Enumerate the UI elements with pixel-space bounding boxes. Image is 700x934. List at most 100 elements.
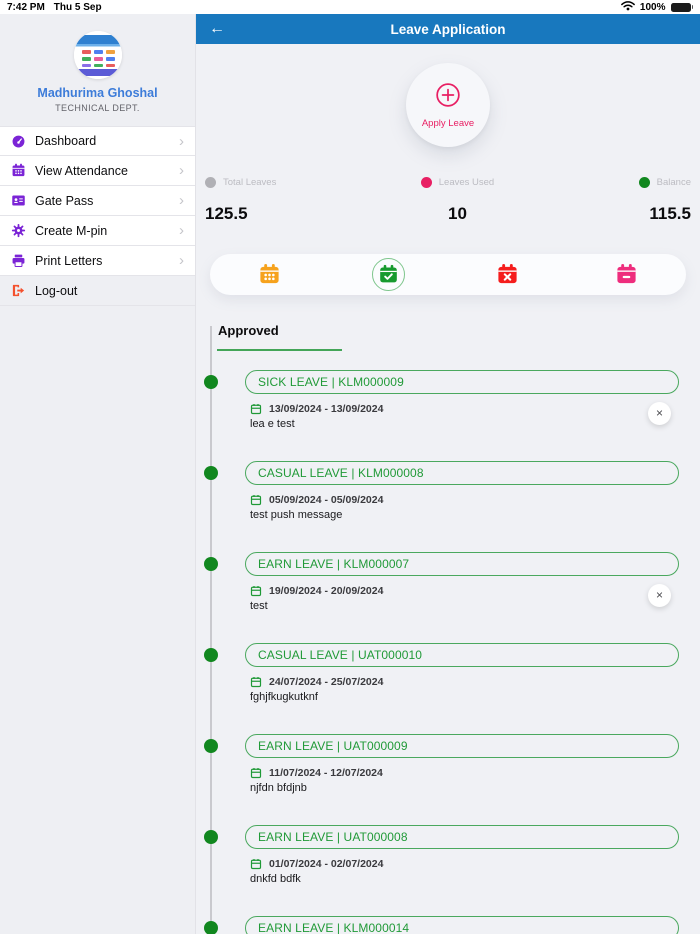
wifi-icon <box>621 0 635 14</box>
leave-date-range: 05/09/2024 - 05/09/2024 <box>269 494 384 506</box>
timeline-dot-icon <box>204 830 218 844</box>
battery-percent: 100% <box>639 1 666 13</box>
sidebar-item-label: Create M-pin <box>35 223 108 238</box>
sidebar-menu: Dashboard › View Attendance › Gate Pass … <box>0 126 195 306</box>
sidebar-item-gate-pass[interactable]: Gate Pass › <box>0 186 195 216</box>
tab-approved-leaves[interactable] <box>329 258 448 291</box>
leaves-used-dot <box>420 177 432 188</box>
leave-type-pill-label: CASUAL LEAVE | UAT000010 <box>258 648 423 662</box>
back-button[interactable]: ← <box>209 20 225 37</box>
profile-name: Madhurima Ghoshal <box>37 86 158 100</box>
leave-item: SICK LEAVE | KLM000009 13/09/2024 - 13/0… <box>196 370 700 461</box>
leave-item: EARN LEAVE | KLM000014 × <box>196 916 700 934</box>
timeline-dot-icon <box>204 739 218 753</box>
sidebar: Madhurima Ghoshal TECHNICAL DEPT. Dashbo… <box>0 14 196 934</box>
timeline-dot-icon <box>204 466 218 480</box>
calendar-grid-icon <box>258 263 282 287</box>
calendar-outline-icon <box>250 677 262 688</box>
leave-type-pill[interactable]: SICK LEAVE | KLM000009 <box>245 370 679 394</box>
leave-type-pill-label: SICK LEAVE | KLM000009 <box>258 375 404 389</box>
leave-type-pill[interactable]: EARN LEAVE | UAT000009 <box>245 734 679 758</box>
leave-reason: test <box>250 600 268 612</box>
total-leaves-dot <box>205 177 216 188</box>
status-time: 7:42 PM <box>7 1 45 13</box>
leave-item: EARN LEAVE | KLM000007 19/09/2024 - 20/0… <box>196 552 700 643</box>
page-title: Leave Application <box>390 21 506 37</box>
leave-date-range: 01/07/2024 - 02/07/2024 <box>269 858 384 870</box>
battery-icon <box>670 2 693 12</box>
main-panel: ← Leave Application Apply Leave Total Le… <box>196 14 700 934</box>
leave-stats: Total Leaves 125.5 Leaves Used 10 Balanc… <box>196 177 700 224</box>
leave-meta: 05/09/2024 - 05/09/2024 <box>250 494 679 506</box>
stat-label: Leaves Used <box>438 177 495 188</box>
leave-type-pill[interactable]: CASUAL LEAVE | UAT000010 <box>245 643 679 667</box>
calendar-icon <box>11 163 26 178</box>
sidebar-item-label: Dashboard <box>35 134 97 148</box>
status-date: Thu 5 Sep <box>53 1 102 13</box>
leave-item: EARN LEAVE | UAT000008 01/07/2024 - 02/0… <box>196 825 700 916</box>
cancel-leave-button[interactable]: × <box>648 402 671 425</box>
leave-type-pill-label: EARN LEAVE | KLM000007 <box>258 557 410 571</box>
leave-item: CASUAL LEAVE | UAT000010 24/07/2024 - 25… <box>196 643 700 734</box>
sidebar-item-logout[interactable]: Log-out <box>0 276 195 306</box>
leave-meta: 13/09/2024 - 13/09/2024 <box>250 403 679 415</box>
section-title: Approved <box>218 323 279 338</box>
sidebar-item-label: Log-out <box>35 283 78 298</box>
leave-meta: 01/07/2024 - 02/07/2024 <box>250 858 679 870</box>
leave-reason: dnkfd bdfk <box>250 873 301 885</box>
leaves-used-value: 10 <box>448 204 467 223</box>
total-leaves-value: 125.5 <box>205 204 248 223</box>
leave-type-pill[interactable]: EARN LEAVE | KLM000014 <box>245 916 679 934</box>
calendar-x-icon <box>496 263 520 287</box>
leave-type-pill-label: CASUAL LEAVE | KLM000008 <box>258 466 424 480</box>
timeline-dot-icon <box>204 375 218 389</box>
chevron-right-icon: › <box>179 162 184 179</box>
leave-type-pill-label: EARN LEAVE | UAT000008 <box>258 830 408 844</box>
sidebar-item-dashboard[interactable]: Dashboard › <box>0 126 195 156</box>
logout-icon <box>11 283 26 298</box>
leave-meta: 24/07/2024 - 25/07/2024 <box>250 676 679 688</box>
leave-item: EARN LEAVE | UAT000009 11/07/2024 - 12/0… <box>196 734 700 825</box>
gear-icon <box>11 223 26 238</box>
tab-rejected-leaves[interactable] <box>448 263 567 287</box>
chevron-right-icon: › <box>179 252 184 269</box>
sidebar-item-label: Gate Pass <box>35 193 94 208</box>
leave-reason: fghjfkugkutknf <box>250 691 318 703</box>
leave-date-range: 19/09/2024 - 20/09/2024 <box>269 585 384 597</box>
leave-meta: 11/07/2024 - 12/07/2024 <box>250 767 679 779</box>
leave-reason: njfdn bfdjnb <box>250 782 307 794</box>
dashboard-icon <box>11 134 26 149</box>
stat-total-leaves: Total Leaves 125.5 <box>205 177 276 224</box>
tab-cancelled-leaves[interactable] <box>567 263 686 287</box>
sidebar-item-create-mpin[interactable]: Create M-pin › <box>0 216 195 246</box>
sidebar-item-view-attendance[interactable]: View Attendance › <box>0 156 195 186</box>
leave-type-pill[interactable]: CASUAL LEAVE | KLM000008 <box>245 461 679 485</box>
leave-reason: test push message <box>250 509 343 521</box>
leave-filter-bar <box>210 254 686 295</box>
leave-date-range: 11/07/2024 - 12/07/2024 <box>269 767 383 779</box>
leave-type-pill[interactable]: EARN LEAVE | UAT000008 <box>245 825 679 849</box>
cancel-leave-button[interactable]: × <box>648 584 671 607</box>
printer-icon <box>11 253 26 268</box>
profile-department: TECHNICAL DEPT. <box>55 103 140 113</box>
approved-leaves-section: Approved SICK LEAVE | KLM000009 13/09/20… <box>196 322 700 934</box>
calendar-outline-icon <box>250 859 262 870</box>
calendar-outline-icon <box>250 768 262 779</box>
balance-dot <box>638 177 650 188</box>
sidebar-item-label: View Attendance <box>35 163 128 178</box>
apply-leave-button[interactable]: Apply Leave <box>406 63 490 147</box>
calendar-check-icon <box>372 258 405 291</box>
leave-type-pill-label: EARN LEAVE | KLM000014 <box>258 921 410 934</box>
leave-date-range: 24/07/2024 - 25/07/2024 <box>269 676 384 688</box>
tab-all-leaves[interactable] <box>210 263 329 287</box>
sidebar-item-print-letters[interactable]: Print Letters › <box>0 246 195 276</box>
stat-leaves-used: Leaves Used 10 <box>420 177 495 224</box>
status-bar: 7:42 PM Thu 5 Sep 100% <box>0 0 700 14</box>
stat-label: Total Leaves <box>223 177 277 188</box>
timeline-dot-icon <box>204 921 218 934</box>
stat-balance: Balance 115.5 <box>638 177 691 224</box>
leave-type-pill[interactable]: EARN LEAVE | KLM000007 <box>245 552 679 576</box>
avatar <box>73 31 122 79</box>
leave-item: CASUAL LEAVE | KLM000008 05/09/2024 - 05… <box>196 461 700 552</box>
